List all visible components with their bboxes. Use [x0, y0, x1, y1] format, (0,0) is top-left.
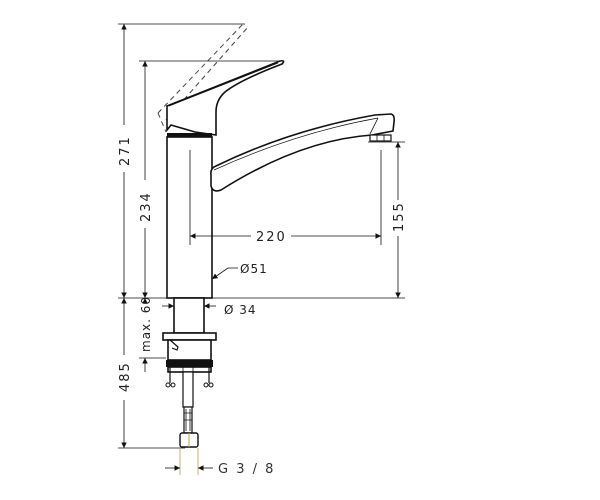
- dim-connection-thread: G 3 / 8: [218, 462, 275, 477]
- dimension-lines: [118, 23, 405, 475]
- dim-total-height: 271: [118, 135, 133, 166]
- dim-spout-reach: 220: [256, 230, 287, 245]
- supply-hose: [182, 371, 194, 408]
- dim-body-diameter: Ø51: [240, 262, 268, 276]
- dim-spout-height: 155: [392, 201, 407, 232]
- threaded-nut: [166, 360, 213, 367]
- mounting-shank: [173, 297, 205, 334]
- dim-hose-length: 485: [118, 361, 133, 392]
- lever-handle: [166, 60, 285, 136]
- aerator: [369, 134, 392, 142]
- faucet-outline: [157, 23, 395, 448]
- dim-handle-height: 234: [139, 191, 154, 222]
- spout: [210, 113, 395, 192]
- dim-shank-diameter: Ø 34: [224, 303, 257, 317]
- body-cylinder: [166, 136, 213, 299]
- dim-max-countertop: max. 60: [139, 296, 153, 352]
- body-collar: [167, 133, 212, 137]
- mounting-flange: [162, 332, 217, 341]
